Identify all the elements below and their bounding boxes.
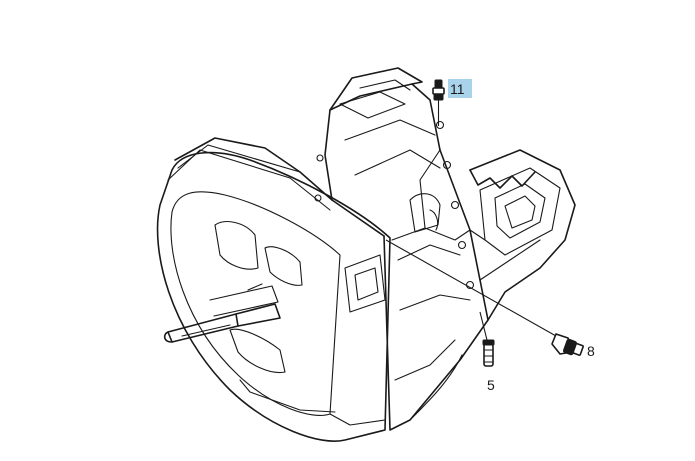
part-8-plug bbox=[385, 239, 584, 356]
input-shaft bbox=[163, 283, 281, 343]
bell-housing bbox=[156, 137, 391, 442]
part-5-bolt bbox=[479, 311, 495, 367]
callout-11-label: 11 bbox=[450, 81, 465, 97]
callout-8-label: 8 bbox=[587, 343, 595, 359]
rear-extension bbox=[469, 149, 576, 321]
callout-8: 8 bbox=[587, 343, 595, 359]
callout-5-label: 5 bbox=[487, 377, 495, 393]
part-11-sensor bbox=[432, 79, 445, 126]
callout-11: 11 bbox=[448, 79, 472, 98]
gearbox-case bbox=[314, 67, 489, 431]
callout-5: 5 bbox=[487, 377, 495, 393]
callout-11-highlight bbox=[448, 79, 472, 98]
